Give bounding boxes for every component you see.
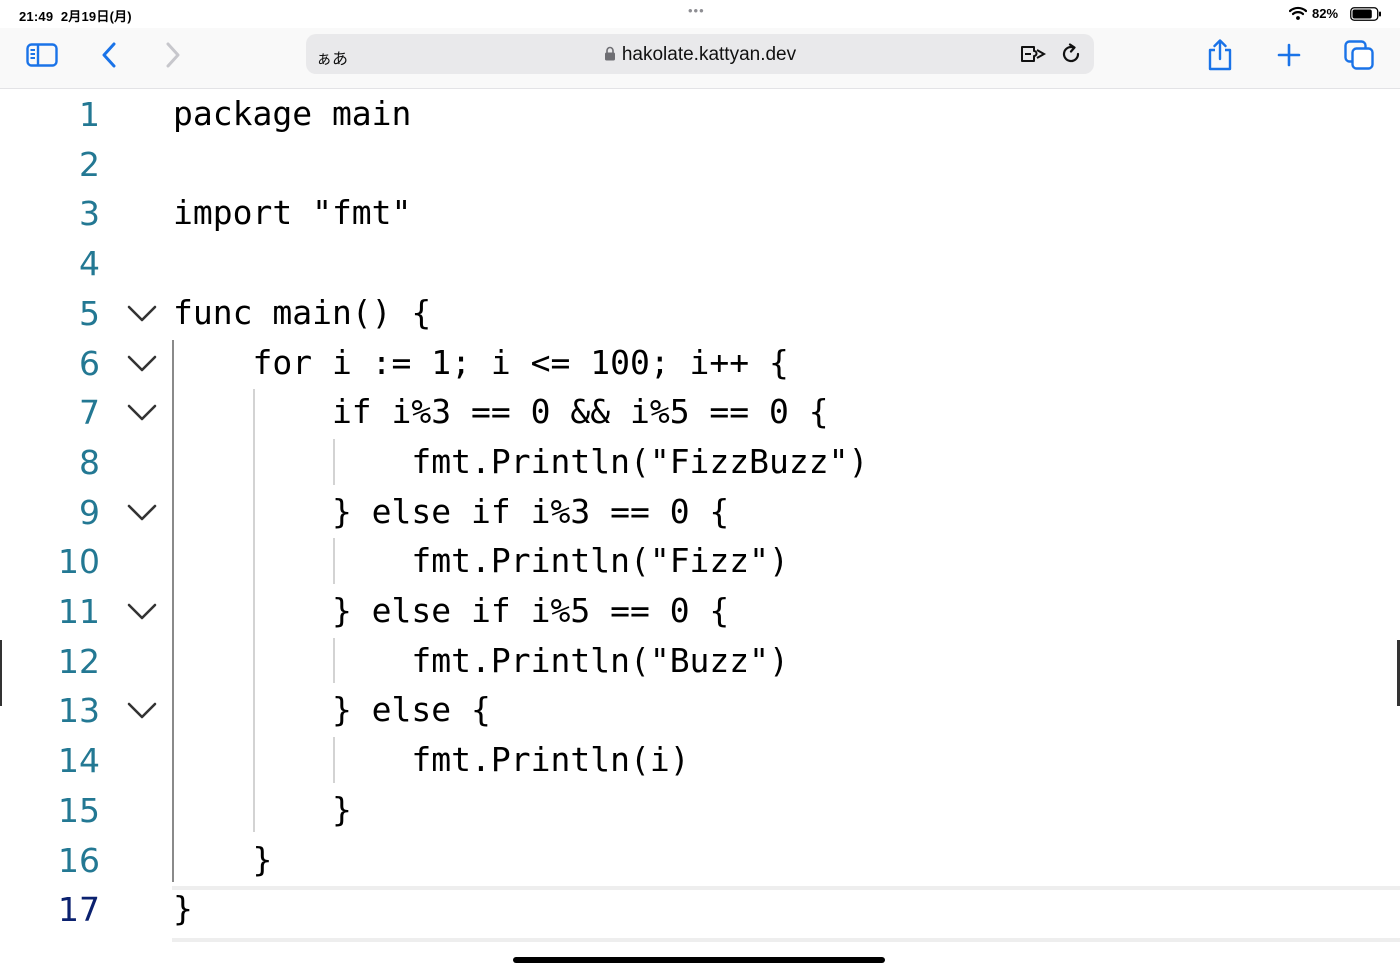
new-tab-button[interactable]	[1273, 39, 1305, 71]
code-text[interactable]: package main	[173, 94, 412, 133]
fold-chevron-icon[interactable]	[126, 351, 158, 377]
code-text[interactable]: }	[173, 789, 352, 829]
lock-icon	[604, 46, 615, 61]
tab-overview-button[interactable]	[1342, 39, 1376, 71]
reload-icon	[1062, 43, 1080, 63]
wifi-icon	[1289, 6, 1307, 20]
plus-icon	[1277, 43, 1301, 67]
reload-button[interactable]	[1058, 40, 1084, 68]
fold-chevron-icon[interactable]	[126, 301, 158, 327]
forward-icon	[166, 42, 180, 68]
code-line[interactable]: 14 fmt.Println(i)	[0, 735, 1400, 785]
indent-guide	[333, 737, 335, 783]
code-text[interactable]: if i%3 == 0 && i%5 == 0 {	[173, 392, 829, 432]
status-time: 21:49 2月19日(月)	[19, 9, 132, 24]
code-line[interactable]: 4	[0, 238, 1400, 288]
tabs-icon	[1344, 40, 1374, 70]
fold-chevron-icon[interactable]	[126, 400, 158, 426]
address-bar[interactable]: ぁあ hakolate.kattyan.dev	[306, 34, 1094, 74]
back-button[interactable]	[94, 39, 124, 71]
code-line[interactable]: 17}	[0, 884, 1400, 934]
sidebar-icon	[26, 43, 58, 67]
line-number: 10	[58, 542, 100, 582]
code-line[interactable]: 5 func main() {	[0, 288, 1400, 338]
url-display[interactable]: hakolate.kattyan.dev	[306, 44, 1094, 66]
code-line[interactable]: 2	[0, 139, 1400, 189]
multitasking-dots[interactable]: •••	[688, 3, 705, 18]
code-line[interactable]: 7 if i%3 == 0 && i%5 == 0 {	[0, 387, 1400, 437]
code-text[interactable]: fmt.Println(i)	[173, 740, 690, 780]
code-text[interactable]: func main() {	[173, 292, 432, 332]
code-text[interactable]: } else if i%5 == 0 {	[173, 591, 730, 630]
indent-guide	[172, 339, 174, 883]
indent-guide	[253, 389, 255, 833]
line-number: 16	[58, 840, 100, 880]
share-button[interactable]	[1204, 37, 1236, 73]
line-number: 12	[58, 641, 100, 681]
reader-options-button[interactable]: ぁあ	[316, 51, 349, 68]
extension-icon	[1021, 46, 1047, 62]
battery-icon	[1350, 7, 1381, 21]
code-line[interactable]: 8 fmt.Println("FizzBuzz")	[0, 437, 1400, 487]
line-number: 8	[79, 442, 100, 482]
code-text[interactable]: fmt.Println("Fizz")	[173, 541, 789, 581]
scrollbar-handle[interactable]	[1397, 640, 1400, 706]
back-icon	[102, 42, 116, 68]
code-line[interactable]: 1 package main	[0, 89, 1400, 139]
code-line[interactable]: 6 for i := 1; i <= 100; i++ {	[0, 338, 1400, 388]
code-text[interactable]: import "fmt"	[173, 193, 412, 233]
status-date: 2月19日(月)	[60, 9, 132, 24]
fold-chevron-icon[interactable]	[126, 698, 158, 724]
share-icon	[1208, 39, 1232, 71]
line-number: 3	[79, 194, 100, 234]
code-line[interactable]: 15 }	[0, 785, 1400, 835]
code-line[interactable]: 16 }	[0, 835, 1400, 885]
sidebar-toggle-button[interactable]	[22, 39, 62, 71]
code-line[interactable]: 12 fmt.Println("Buzz")	[0, 636, 1400, 686]
code-text[interactable]: fmt.Println("FizzBuzz")	[173, 441, 869, 481]
code-line[interactable]: 13 } else {	[0, 685, 1400, 735]
home-indicator[interactable]	[513, 957, 885, 963]
line-number: 17	[58, 890, 100, 930]
code-line[interactable]: 10 fmt.Println("Fizz")	[0, 536, 1400, 586]
extensions-button[interactable]	[1018, 40, 1048, 68]
fold-chevron-icon[interactable]	[126, 500, 158, 526]
code-text[interactable]: }	[173, 889, 193, 929]
code-text[interactable]: }	[173, 839, 273, 879]
line-number: 1	[79, 95, 100, 134]
line-number: 5	[79, 293, 100, 333]
browser-toolbar: ぁあ hakolate.kattyan.dev	[0, 28, 1400, 89]
battery-percent: 82%	[1312, 6, 1339, 21]
line-number: 14	[58, 741, 100, 781]
line-number: 11	[58, 592, 100, 631]
indent-guide	[333, 538, 335, 584]
line-number: 15	[58, 790, 100, 830]
code-line[interactable]: 11 } else if i%5 == 0 {	[0, 586, 1400, 636]
code-text[interactable]: for i := 1; i <= 100; i++ {	[173, 342, 789, 382]
line-number: 6	[79, 343, 100, 383]
line-number: 13	[58, 691, 100, 731]
code-text[interactable]: } else {	[173, 690, 491, 730]
indent-guide	[333, 438, 335, 485]
forward-button[interactable]	[158, 39, 188, 71]
code-text[interactable]: fmt.Println("Buzz")	[173, 640, 789, 680]
left-edge-handle	[0, 640, 2, 706]
line-number: 7	[79, 393, 100, 433]
current-line-highlight	[172, 886, 1400, 942]
status-bar: 21:49 2月19日(月) ••• 82%	[0, 0, 1400, 28]
fold-chevron-icon[interactable]	[126, 599, 158, 625]
code-editor[interactable]: 1 package main 2 3 import "fmt" 4 5 func main()…	[0, 89, 1400, 949]
code-line[interactable]: 9 } else if i%3 == 0 {	[0, 487, 1400, 537]
line-number: 9	[79, 492, 100, 532]
code-line[interactable]: 3 import "fmt"	[0, 188, 1400, 238]
line-number: 2	[79, 144, 100, 184]
indent-guide	[333, 637, 335, 684]
url-text: hakolate.kattyan.dev	[621, 44, 797, 65]
code-text[interactable]: } else if i%3 == 0 {	[173, 491, 730, 531]
line-number: 4	[79, 244, 100, 284]
